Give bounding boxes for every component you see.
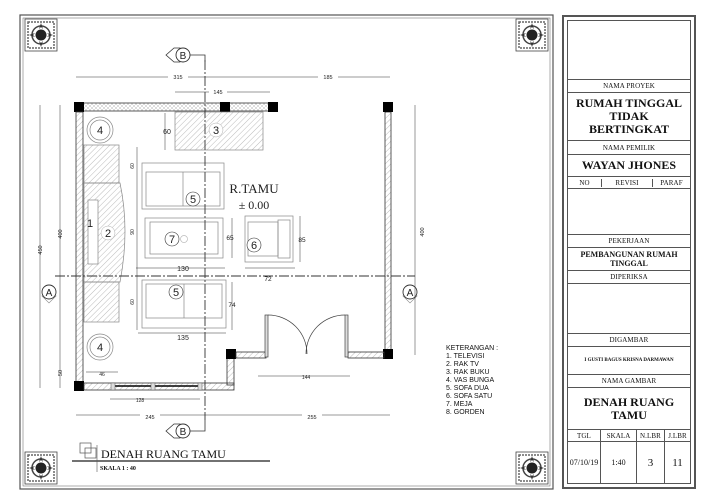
svg-text:B: B	[180, 427, 187, 438]
room-label: R.TAMU	[229, 181, 279, 196]
project-name: RUMAH TINGGAL TIDAK BERTINGKAT	[568, 92, 690, 140]
project-label: NAMA PROYEK	[568, 79, 690, 92]
owner-label: NAMA PEMILIK	[568, 140, 690, 154]
section-marker-a-left[interactable]: A	[41, 284, 57, 304]
svg-text:5: 5	[190, 194, 196, 206]
svg-text:1: 1	[87, 218, 93, 230]
svg-text:5. SOFA DUA: 5. SOFA DUA	[446, 385, 489, 392]
drawn-label: DIGAMBAR	[568, 333, 690, 346]
svg-text:B: B	[180, 51, 187, 62]
legend: KETERANGAN : 1. TELEVISI 2. RAK TV 3. RA…	[446, 345, 498, 416]
drawing-title: DENAH RUANG TAMU	[101, 447, 226, 461]
svg-text:128: 128	[136, 398, 145, 404]
room-level: ± 0.00	[239, 198, 270, 212]
svg-text:50: 50	[58, 370, 64, 376]
furniture	[83, 111, 294, 361]
svg-text:A: A	[46, 288, 53, 299]
drawing-title-block: DENAH RUANG TAMU SKALA 1 : 40	[72, 442, 270, 472]
svg-text:7: 7	[169, 234, 175, 246]
footer-values: 07/10/19 1:40 3 11	[568, 441, 690, 483]
svg-text:245: 245	[145, 415, 154, 421]
section-lines	[55, 60, 415, 420]
section-marker-b-top[interactable]: B	[165, 47, 206, 63]
svg-text:7. MEJA: 7. MEJA	[446, 401, 473, 408]
svg-text:6. SOFA SATU: 6. SOFA SATU	[446, 393, 492, 400]
svg-text:144: 144	[302, 375, 311, 381]
svg-text:72: 72	[264, 276, 272, 283]
svg-text:4: 4	[97, 125, 103, 137]
svg-text:5: 5	[173, 287, 179, 299]
svg-text:2. RAK TV: 2. RAK TV	[446, 361, 479, 368]
footer-headers: TGL SKALA N.LBR J.LBR	[568, 429, 690, 441]
drawing-scale: SKALA 1 : 40	[100, 466, 136, 472]
svg-text:145: 145	[213, 90, 222, 96]
checked-label: DIPERIKSA	[568, 270, 690, 283]
svg-text:65: 65	[226, 235, 234, 242]
svg-text:255: 255	[307, 415, 316, 421]
svg-text:2: 2	[105, 228, 111, 240]
svg-text:400: 400	[420, 227, 426, 236]
svg-text:90: 90	[130, 229, 136, 235]
work-label: PEKERJAAN	[568, 234, 690, 247]
walls	[74, 102, 393, 391]
drawing-name: DENAH RUANG TAMU	[568, 387, 690, 429]
svg-text:KETERANGAN :: KETERANGAN :	[446, 345, 498, 352]
svg-text:450: 450	[38, 245, 44, 254]
title-block: NAMA PROYEK RUMAH TINGGAL TIDAK BERTINGK…	[562, 15, 696, 489]
dimension-values: 315 185 145 60 450 400 50 400 245 255 12…	[38, 73, 426, 421]
section-marker-a-right[interactable]: A	[402, 284, 418, 304]
svg-text:A: A	[407, 288, 414, 299]
svg-text:60: 60	[130, 299, 136, 305]
drawing-name-label: NAMA GAMBAR	[568, 374, 690, 387]
svg-text:185: 185	[323, 75, 332, 81]
revision-table: NO REVISI PARAF	[568, 176, 690, 234]
entry-door	[264, 314, 349, 358]
svg-text:60: 60	[163, 129, 171, 136]
svg-text:8. GORDEN: 8. GORDEN	[446, 409, 485, 416]
drawn-by: I GUSTI BAGUS KRISNA DARMAWAN	[568, 346, 690, 374]
svg-text:85: 85	[298, 237, 306, 244]
svg-text:46: 46	[99, 372, 105, 378]
svg-text:4: 4	[97, 342, 103, 354]
svg-text:400: 400	[58, 229, 64, 238]
svg-text:6: 6	[251, 240, 257, 252]
svg-text:130: 130	[177, 266, 189, 273]
svg-text:135: 135	[177, 335, 189, 342]
svg-text:60: 60	[130, 163, 136, 169]
svg-text:315: 315	[173, 75, 182, 81]
svg-text:4. VAS BUNGA: 4. VAS BUNGA	[446, 377, 494, 384]
section-marker-b-bottom[interactable]: B	[165, 420, 206, 439]
owner-name: WAYAN JHONES	[568, 154, 690, 176]
svg-text:1. TELEVISI: 1. TELEVISI	[446, 353, 484, 360]
work-name: PEMBANGUNAN RUMAH TINGGAL	[568, 247, 690, 270]
svg-text:3: 3	[213, 125, 219, 137]
svg-text:3. RAK BUKU: 3. RAK BUKU	[446, 369, 490, 376]
furniture-tags: 1 2 3 4 4 5 5 6 7	[87, 122, 262, 354]
checked-area	[568, 283, 690, 333]
svg-text:74: 74	[228, 302, 236, 309]
